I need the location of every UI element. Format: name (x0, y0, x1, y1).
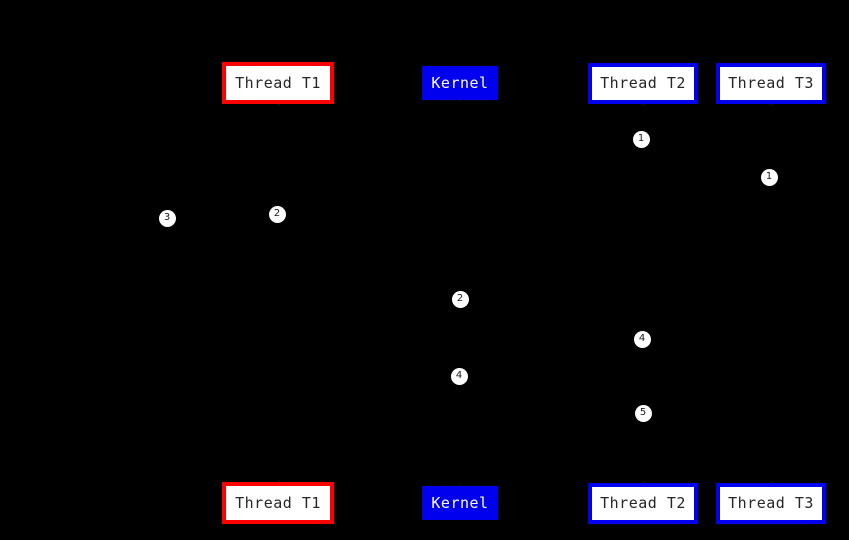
lifeline-t3-stub-bottom (770, 481, 773, 484)
lifeline-t2 (643, 104, 644, 483)
step-badge-badge-t3-1: 1 (760, 168, 778, 186)
participant-box-t2-bottom[interactable]: Thread T2 (588, 483, 698, 524)
lifeline-t1-stub-bottom (277, 480, 280, 483)
lifeline-kernel-stub-top (459, 99, 462, 102)
step-badge-badge-t2-4: 4 (633, 330, 651, 348)
step-badge-badge-kernel-2: 2 (451, 290, 469, 308)
step-badge-badge-t2-5: 5 (634, 404, 652, 422)
participant-label-t1-top: Thread T1 (235, 73, 321, 92)
participant-label-t1-bottom: Thread T1 (235, 493, 321, 512)
participant-box-t3-top[interactable]: Thread T3 (716, 63, 826, 104)
participant-box-t3-bottom[interactable]: Thread T3 (716, 483, 826, 524)
participant-label-kernel-top: Kernel (431, 73, 489, 92)
participant-label-kernel-bottom: Kernel (431, 493, 489, 512)
participant-box-kernel-bottom[interactable]: Kernel (422, 486, 498, 520)
participant-label-t2-bottom: Thread T2 (600, 494, 686, 512)
step-badge-badge-kernel-4: 4 (450, 367, 468, 385)
lifeline-t2-stub-top (642, 103, 645, 106)
participant-box-kernel-top[interactable]: Kernel (422, 66, 498, 100)
lifeline-t3-stub-top (770, 103, 773, 106)
lifeline-t1-stub-top (277, 103, 280, 106)
lifeline-t2-stub-bottom (642, 481, 645, 484)
participant-label-t2-top: Thread T2 (600, 74, 686, 92)
participant-box-t2-top[interactable]: Thread T2 (588, 63, 698, 104)
participant-label-t3-top: Thread T3 (728, 74, 814, 92)
lifeline-kernel-stub-bottom (459, 484, 462, 487)
lifeline-t1 (278, 104, 279, 482)
step-badge-badge-t2-1: 1 (632, 130, 650, 148)
lifeline-t3 (771, 104, 772, 483)
participant-label-t3-bottom: Thread T3 (728, 494, 814, 512)
participant-box-t1-top[interactable]: Thread T1 (222, 62, 334, 104)
participant-box-t1-bottom[interactable]: Thread T1 (222, 482, 334, 524)
step-badge-badge-t1-2: 2 (268, 205, 286, 223)
step-badge-badge-t1-3: 3 (158, 209, 176, 227)
